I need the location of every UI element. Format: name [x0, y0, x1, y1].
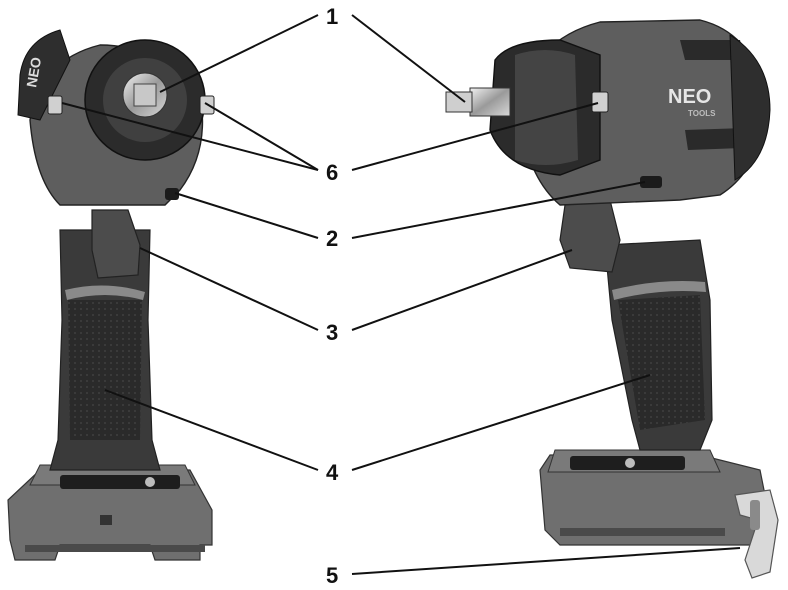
left-power-button-icon	[145, 477, 155, 487]
leader-4-right	[351, 374, 651, 471]
left-led-panel	[60, 475, 180, 489]
leader-1-right	[351, 14, 466, 103]
callout-3: 3	[326, 320, 338, 345]
right-base-rail	[560, 528, 725, 536]
leader-6-a	[61, 102, 319, 171]
right-anvil	[469, 87, 511, 117]
callout-6: 6	[326, 160, 338, 185]
left-trigger	[91, 209, 141, 279]
right-trigger	[559, 199, 621, 273]
left-logo: NEO	[23, 56, 44, 89]
right-power-button-icon	[625, 458, 635, 468]
left-handle-accent	[65, 285, 145, 300]
left-base-rail	[25, 545, 205, 552]
left-handle-grip	[68, 300, 142, 440]
right-logo-sub: TOOLS	[688, 109, 716, 118]
callout-2: 2	[326, 226, 338, 251]
left-impact-wrench: NEO	[7, 29, 215, 561]
belt-clip	[734, 489, 779, 579]
callout-5: 5	[326, 563, 338, 588]
right-logo: NEO	[668, 86, 711, 108]
leader-3-right	[351, 249, 573, 331]
left-anvil-square	[133, 83, 157, 107]
right-direction-switch	[640, 176, 662, 188]
right-handle-accent	[612, 281, 706, 300]
leader-1-left	[159, 14, 319, 93]
belt-clip-slot	[750, 500, 760, 530]
callout-4: 4	[326, 460, 339, 485]
right-led-light	[591, 91, 609, 113]
left-led-light-left	[47, 95, 63, 115]
leader-3-left	[139, 247, 319, 331]
leader-2-right	[351, 181, 646, 239]
callout-numbers: 1 6 2 3 4 5	[326, 4, 339, 588]
right-anvil-tip	[445, 91, 473, 113]
leader-4-left	[104, 389, 319, 471]
right-nose-ring	[515, 50, 578, 165]
left-motor-housing	[17, 29, 71, 121]
leader-6-b	[204, 102, 319, 171]
left-base-slot	[100, 515, 112, 525]
left-direction-switch	[165, 188, 179, 200]
callout-1: 1	[326, 4, 338, 29]
leader-2-left	[174, 192, 319, 239]
leader-5	[351, 547, 741, 575]
leader-6-right	[351, 102, 599, 171]
leader-lines	[61, 14, 741, 575]
right-motor-cap	[729, 34, 771, 181]
right-impact-wrench: NEO TOOLS	[445, 19, 779, 579]
right-handle-grip	[618, 295, 705, 430]
